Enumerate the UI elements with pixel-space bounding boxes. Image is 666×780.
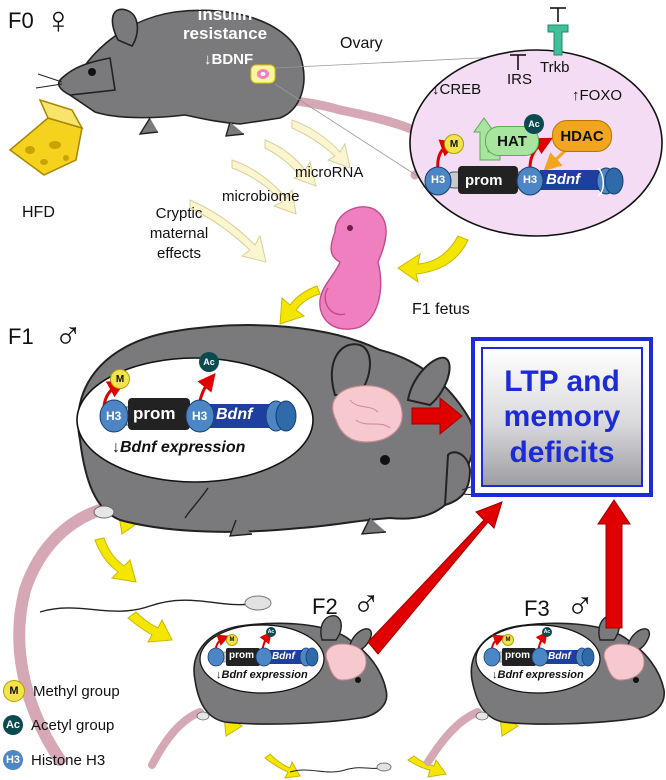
f1-promoter-label: prom <box>133 404 176 423</box>
trkb-label: Trkb <box>540 59 570 76</box>
irs-label: IRS <box>507 71 533 88</box>
histone-h3-icon: H3 <box>3 750 23 770</box>
outcome-arrows <box>367 396 631 655</box>
f1-gene-construct <box>99 398 297 433</box>
methyl-group-icon: M <box>3 680 25 702</box>
resistance-label: resistance <box>182 24 268 43</box>
microbiome-label: microbiome <box>222 188 300 205</box>
f2-promoter-label: prom <box>229 650 254 661</box>
sperm-icon-small <box>289 762 392 773</box>
f1-acetyl-icon: Ac <box>199 352 219 372</box>
outcome-line-2: memory <box>503 400 621 434</box>
ovary-bdnf-gene-label: Bdnf <box>546 171 581 188</box>
f3-brain-icon <box>603 643 645 681</box>
transmission-arrows <box>189 119 351 263</box>
cryptic-label: Cryptic <box>155 205 203 222</box>
microrna-label: microRNA <box>295 164 364 181</box>
f1-bdnf-gene-label: Bdnf <box>216 406 253 423</box>
f2-brain-icon <box>325 643 367 681</box>
ovary-methyl-icon: M <box>444 134 464 154</box>
f1-histone-2-label: H3 <box>192 409 208 423</box>
f3-acetyl-icon: Ac <box>542 627 552 637</box>
f2-acetyl-icon: Ac <box>266 627 276 637</box>
f2-male-symbol-icon: ♂ <box>352 582 381 624</box>
f1-methyl-icon: M <box>110 369 130 389</box>
ovary-gene-construct <box>424 166 624 197</box>
trkb-receptor-icon <box>547 24 569 56</box>
ovary-promoter-label: prom <box>465 172 503 189</box>
male-symbol-icon: ♂ <box>54 314 83 356</box>
legend-methyl-label: Methyl group <box>33 682 120 700</box>
legend-item-acetyl: Ac Acetyl group <box>3 715 114 735</box>
acetyl-group-icon: Ac <box>3 715 23 735</box>
outcome-line-3: deficits <box>509 435 615 469</box>
f1-brain-icon <box>332 385 403 443</box>
f1-label: F1 <box>8 324 34 349</box>
sperm-icon <box>39 595 272 613</box>
creb-label: ↓CREB <box>432 81 482 98</box>
ovary-label: Ovary <box>340 35 383 52</box>
f0-label: F0 <box>8 8 34 33</box>
f3-methyl-icon: M <box>502 634 514 646</box>
f3-promoter-label: prom <box>505 650 530 661</box>
f1-fetus <box>319 206 387 330</box>
f3-expression-label: ↓Bdnf expression <box>492 669 584 681</box>
ovary-acetyl-icon: Ac <box>524 114 544 134</box>
f1-fetus-label: F1 fetus <box>412 301 470 318</box>
hat-enzyme: HAT <box>485 126 539 156</box>
f2-bdnf-gene-label: Bdnf <box>272 651 295 662</box>
f3-gene-construct <box>483 631 595 667</box>
f3-label: F3 <box>524 596 550 621</box>
ovary-histone-1-label: H3 <box>431 174 446 186</box>
f2-expression-label: ↓Bdnf expression <box>216 669 308 681</box>
hdac-arrow <box>543 148 568 172</box>
f2-methyl-icon: M <box>226 634 238 646</box>
foxo-label: ↑FOXO <box>572 87 623 104</box>
legend-acetyl-label: Acetyl group <box>31 716 115 734</box>
legend-item-methyl: M Methyl group <box>3 680 120 702</box>
inhibition-icon <box>510 7 566 70</box>
outcome-box: LTP and memory deficits <box>471 337 653 497</box>
f0-bdnf-label: ↓BDNF <box>204 51 254 68</box>
outcome-line-1: LTP and <box>504 364 620 398</box>
ovary-histone-2-label: H3 <box>523 174 538 186</box>
f1-histone-1-label: H3 <box>106 409 122 423</box>
ovary-icon <box>250 64 276 84</box>
hdac-enzyme: HDAC <box>552 120 612 152</box>
hfd-label: HFD <box>22 204 55 221</box>
insulin-label: insulin <box>197 5 253 24</box>
maternal-label: maternal <box>149 225 209 242</box>
female-symbol-icon: ♀ <box>44 0 73 42</box>
f3-bdnf-gene-label: Bdnf <box>548 651 571 662</box>
legend-histone-label: Histone H3 <box>31 751 106 769</box>
legend-item-histone: H3 Histone H3 <box>3 750 105 770</box>
f2-gene-construct <box>207 631 319 667</box>
cheese-icon <box>8 98 84 176</box>
f1-expression-label: ↓Bdnf expression <box>112 439 246 456</box>
f3-male-symbol-icon: ♂ <box>566 584 595 626</box>
effects-label: effects <box>157 245 201 262</box>
f2-label: F2 <box>312 594 338 619</box>
